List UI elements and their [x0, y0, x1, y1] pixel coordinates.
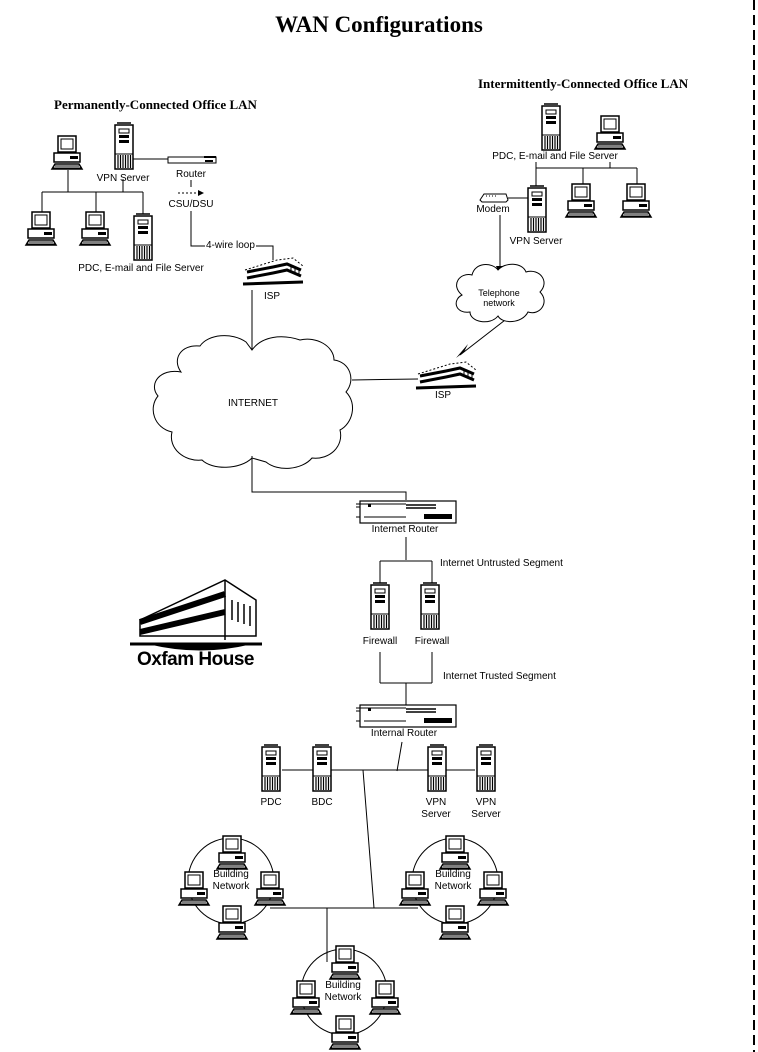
vpn-server-1-label: VPN Server: [421, 797, 450, 821]
modem-icon: [479, 193, 509, 203]
intermittent-vpn-server-label: VPN Server: [509, 236, 563, 247]
vpn-server-1-line1: VPN: [425, 797, 447, 808]
trusted-segment-label: Internet Trusted Segment: [443, 671, 556, 682]
oxfam-house-name: Oxfam House: [137, 649, 254, 670]
vpn-server-2-label: VPN Server: [471, 797, 500, 821]
internal-router-label: Internal Router: [370, 728, 438, 739]
internal-router-icon: [355, 704, 457, 728]
csu-dsu-icon: [178, 190, 204, 196]
building-network-right: [399, 835, 509, 940]
csu-dsu-label: CSU/DSU: [168, 199, 214, 210]
permanent-vpn-server-icon: [114, 122, 134, 170]
permanent-isp-icon: [241, 256, 305, 286]
intermittent-lan-heading: Intermittently-Connected Office LAN: [478, 76, 689, 91]
building-network-bottom: [290, 945, 401, 1050]
permanent-pc-1-icon: [51, 135, 83, 170]
building-network-right-line2: Network: [434, 881, 472, 892]
building-network-bottom-line1: Building: [325, 980, 361, 991]
vpn-server-2-line1: VPN: [475, 797, 497, 808]
pdc-label: PDC: [260, 797, 282, 808]
permanent-isp-label: ISP: [263, 291, 281, 303]
page-edge-border: [753, 0, 755, 1052]
intermittent-pc-2-icon: [565, 183, 597, 218]
building-network-right-label: Building Network: [435, 869, 472, 893]
permanent-pdc-server-label: PDC, E-mail and File Server: [78, 263, 204, 274]
telephone-network-cloud: [455, 263, 545, 323]
vpn-server-1-icon: [427, 744, 447, 792]
intermittent-isp-icon: [414, 360, 478, 390]
permanent-pdc-server-icon: [133, 213, 153, 261]
telephone-network-label: Telephone network: [478, 288, 520, 308]
building-network-bottom-line2: Network: [324, 992, 362, 1003]
bdc-label: BDC: [311, 797, 333, 808]
isp-arrow-icon: [456, 344, 468, 358]
permanent-vpn-server-label: VPN Server: [96, 173, 150, 184]
pdc-server-icon: [261, 744, 281, 792]
permanent-pc-2-icon: [25, 211, 57, 246]
modem-label: Modem: [476, 204, 510, 215]
building-network-bottom-label: Building Network: [325, 980, 362, 1004]
four-wire-loop-label: 4-wire loop: [205, 240, 256, 252]
vpn-server-2-icon: [476, 744, 496, 792]
internet-label: INTERNET: [228, 398, 278, 409]
firewall-2-label: Firewall: [414, 636, 450, 647]
telephone-network-line2: network: [483, 298, 515, 308]
intermittent-isp-label: ISP: [434, 390, 452, 401]
building-network-left: [178, 835, 286, 940]
intermittent-vpn-server-icon: [527, 185, 547, 233]
building-network-left-line2: Network: [212, 881, 250, 892]
intermittent-pdc-server-label: PDC, E-mail and File Server: [492, 151, 618, 162]
vpn-server-2-line2: Server: [471, 809, 501, 820]
page-title: WAN Configurations: [275, 12, 483, 37]
building-network-left-label: Building Network: [213, 869, 250, 893]
permanent-pc-3-icon: [79, 211, 111, 246]
router-label: Router: [175, 169, 207, 180]
firewall-1-icon: [370, 582, 390, 630]
permanent-lan-heading: Permanently-Connected Office LAN: [54, 97, 257, 112]
intermittent-lan-links: [351, 162, 638, 381]
intermittent-pdc-server-icon: [541, 103, 561, 151]
building-network-right-line1: Building: [435, 869, 471, 880]
firewall-2-icon: [420, 582, 440, 630]
oxfam-house-building-icon: [130, 579, 262, 651]
intermittent-pc-1-icon: [594, 115, 626, 150]
telephone-network-line1: Telephone: [478, 288, 520, 298]
bdc-server-icon: [312, 744, 332, 792]
vpn-server-1-line2: Server: [421, 809, 451, 820]
permanent-lan-links: [41, 158, 274, 350]
firewall-1-label: Firewall: [362, 636, 398, 647]
intermittent-pc-3-icon: [620, 183, 652, 218]
internet-router-icon: [355, 500, 457, 524]
building-network-left-line1: Building: [213, 869, 249, 880]
internet-cloud: [152, 335, 354, 469]
internet-router-label: Internet Router: [371, 524, 439, 535]
permanent-router-icon: [167, 156, 217, 164]
untrusted-segment-label: Internet Untrusted Segment: [440, 558, 563, 569]
